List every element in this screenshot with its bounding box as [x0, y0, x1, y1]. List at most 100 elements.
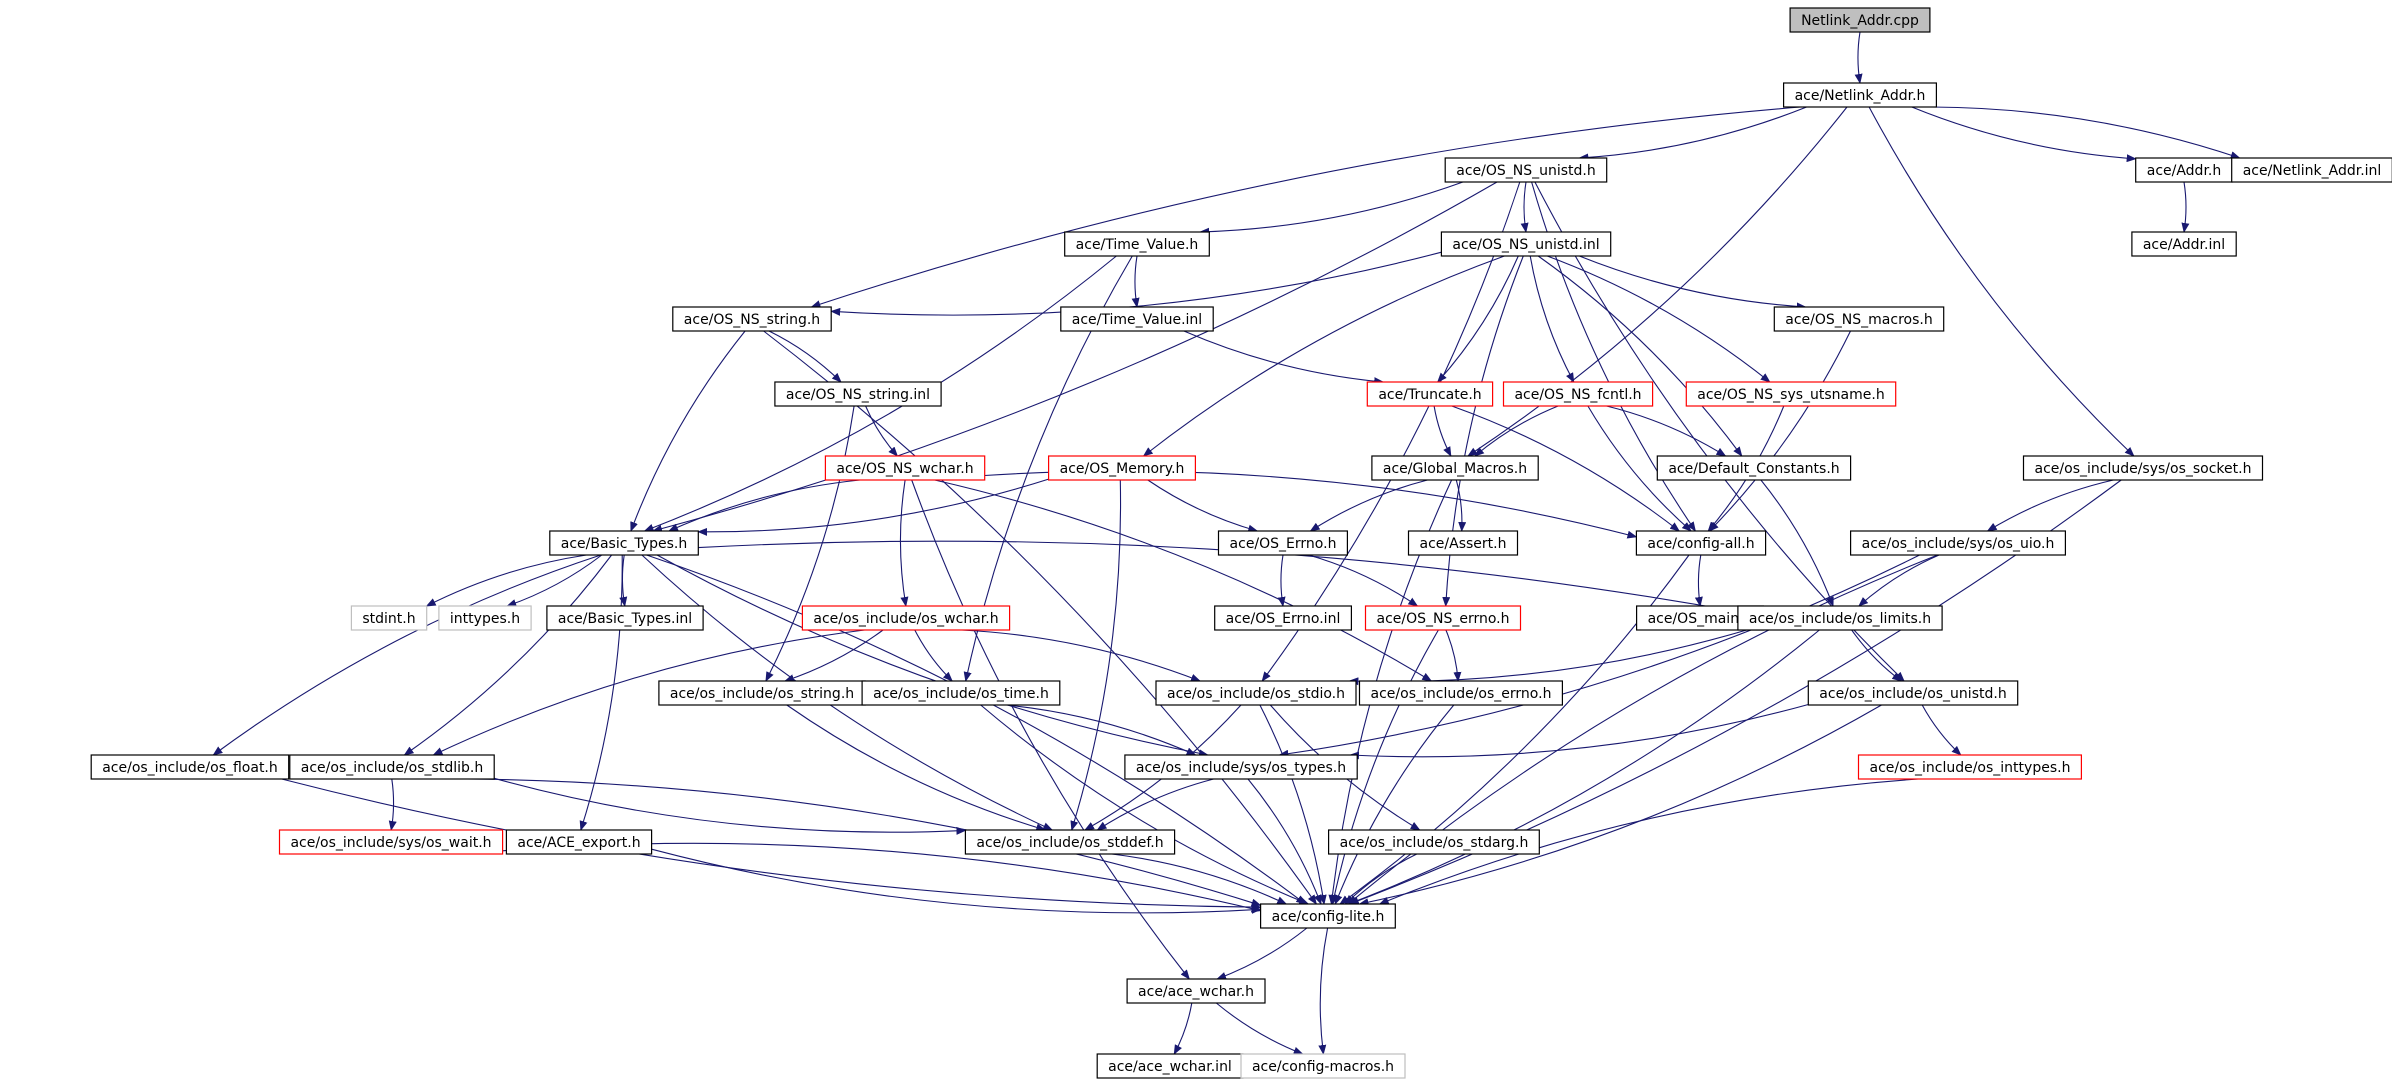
node-ace-os-ns-unistd-inl[interactable]: ace/OS_NS_unistd.inl [1440, 231, 1612, 257]
node-box [549, 530, 699, 556]
node-ace-os-include-os-string-h[interactable]: ace/os_include/os_string.h [658, 680, 866, 706]
node-box [1358, 680, 1563, 706]
node-ace-os-memory-h[interactable]: ace/OS_Memory.h [1047, 455, 1196, 481]
node-ace-ace-export-h[interactable]: ace/ACE_export.h [505, 829, 653, 855]
node-box [1782, 82, 1937, 108]
node-ace-os-include-os-float-h[interactable]: ace/os_include/os_float.h [90, 754, 290, 780]
edge-n1-to-n2 [1578, 106, 1807, 162]
node-label: ace/config-lite.h [1272, 909, 1385, 925]
edge-n47-to-n49 [1215, 1002, 1304, 1055]
edge-n6-to-n14 [1547, 255, 1771, 383]
node-box [1635, 530, 1767, 556]
node-ace-assert-h[interactable]: ace/Assert.h [1407, 530, 1519, 556]
edge-n13-to-n18 [1606, 405, 1727, 457]
node-ace-os-ns-string-h[interactable]: ace/OS_NS_string.h [672, 306, 832, 332]
node-ace-os-errno-h[interactable]: ace/OS_Errno.h [1217, 530, 1348, 556]
node-netlink-addr-cpp[interactable]: Netlink_Addr.cpp [1789, 7, 1931, 33]
edge-n6-to-n30 [1442, 255, 1524, 607]
edge-n21-to-n29 [1277, 554, 1286, 607]
node-ace-netlink-addr-h[interactable]: ace/Netlink_Addr.h [1782, 82, 1937, 108]
node-ace-os-ns-fcntl-h[interactable]: ace/OS_NS_fcntl.h [1502, 381, 1654, 407]
node-ace-truncate-h[interactable]: ace/Truncate.h [1366, 381, 1494, 407]
node-box [1327, 829, 1540, 855]
edge-n15-to-n20 [668, 479, 861, 532]
node-ace-os-ns-wchar-h[interactable]: ace/OS_NS_wchar.h [824, 455, 986, 481]
node-inttypes-h: inttypes.h [438, 605, 532, 631]
node-ace-time-value-inl[interactable]: ace/Time_Value.inl [1060, 306, 1214, 332]
node-box [964, 829, 1176, 855]
node-box [1047, 455, 1196, 481]
node-label: ace/Time_Value.h [1076, 237, 1199, 253]
edge-n1-to-n8 [810, 106, 1801, 308]
node-ace-global-macros-h[interactable]: ace/Global_Macros.h [1371, 455, 1539, 481]
node-box [1407, 530, 1519, 556]
node-ace-basic-types-h[interactable]: ace/Basic_Types.h [549, 530, 699, 556]
node-ace-os-include-os-stdarg-h[interactable]: ace/os_include/os_stdarg.h [1327, 829, 1540, 855]
node-label: ace/Addr.inl [2143, 237, 2225, 253]
node-label: ace/os_include/os_stdlib.h [301, 760, 483, 776]
node-ace-ace-wchar-h[interactable]: ace/ace_wchar.h [1126, 978, 1266, 1004]
node-ace-os-ns-unistd-h[interactable]: ace/OS_NS_unistd.h [1444, 157, 1608, 183]
node-ace-ace-wchar-inl[interactable]: ace/ace_wchar.inl [1096, 1053, 1244, 1079]
node-box [1440, 231, 1612, 257]
node-ace-os-include-sys-os-wait-h[interactable]: ace/os_include/sys/os_wait.h [278, 829, 504, 855]
node-ace-os-include-sys-os-types-h[interactable]: ace/os_include/sys/os_types.h [1124, 754, 1358, 780]
node-ace-os-ns-sys-utsname-h[interactable]: ace/OS_NS_sys_utsname.h [1685, 381, 1897, 407]
node-ace-os-include-sys-os-uio-h[interactable]: ace/os_include/sys/os_uio.h [1849, 530, 2066, 556]
node-label: ace/Global_Macros.h [1383, 461, 1527, 477]
node-ace-os-include-os-stdlib-h[interactable]: ace/os_include/os_stdlib.h [289, 754, 495, 780]
node-ace-netlink-addr-inl[interactable]: ace/Netlink_Addr.inl [2231, 157, 2392, 183]
edge-n20-to-n25 [425, 554, 587, 607]
node-ace-addr-h[interactable]: ace/Addr.h [2135, 157, 2233, 183]
edge-n12-to-n23 [1451, 405, 1680, 532]
node-ace-os-include-os-stddef-h[interactable]: ace/os_include/os_stddef.h [964, 829, 1176, 855]
node-box [2131, 231, 2237, 257]
node-ace-os-include-os-inttypes-h[interactable]: ace/os_include/os_inttypes.h [1857, 754, 2082, 780]
node-ace-config-all-h[interactable]: ace/config-all.h [1635, 530, 1767, 556]
node-ace-time-value-h[interactable]: ace/Time_Value.h [1064, 231, 1210, 257]
nodes-layer: Netlink_Addr.cpp ace/Netlink_Addr.h ace/OS… [90, 7, 2392, 1079]
node-label: ace/os_include/sys/os_uio.h [1862, 536, 2055, 552]
node-ace-os-include-os-unistd-h[interactable]: ace/os_include/os_unistd.h [1807, 680, 2019, 706]
node-label: ace/os_include/os_unistd.h [1819, 686, 2006, 702]
edge-n16-to-n20 [697, 478, 1049, 536]
node-label: ace/os_include/os_errno.h [1371, 686, 1552, 702]
edge-n16-to-n21 [1147, 479, 1259, 533]
node-ace-os-include-os-wchar-h[interactable]: ace/os_include/os_wchar.h [801, 605, 1011, 631]
edge-n6-to-n18 [1537, 255, 1743, 457]
node-ace-os-include-os-time-h[interactable]: ace/os_include/os_time.h [861, 680, 1061, 706]
edge-n17-to-n21 [1309, 479, 1428, 532]
edge-n37-to-n46 [1358, 704, 1882, 907]
edge-n15-to-n23 [984, 470, 1638, 539]
edge-n28-to-n34 [914, 629, 953, 682]
node-ace-os-include-os-stdio-h[interactable]: ace/os_include/os_stdio.h [1155, 680, 1357, 706]
edge-n38-to-n46 [281, 778, 1262, 912]
node-ace-config-lite-h[interactable]: ace/config-lite.h [1259, 903, 1396, 929]
node-box [1789, 7, 1931, 33]
edge-n6-to-n10 [1579, 255, 1807, 311]
node-ace-os-ns-macros-h[interactable]: ace/OS_NS_macros.h [1773, 306, 1945, 332]
node-box [1656, 455, 1852, 481]
node-ace-os-include-os-errno-h[interactable]: ace/os_include/os_errno.h [1358, 680, 1563, 706]
node-ace-basic-types-inl[interactable]: ace/Basic_Types.inl [546, 605, 704, 631]
edge-n5-to-n9 [1131, 255, 1140, 308]
edge-n47-to-n48 [1173, 1002, 1193, 1055]
node-ace-default-constants-h[interactable]: ace/Default_Constants.h [1656, 455, 1852, 481]
node-box [774, 381, 942, 407]
node-label: ace/Netlink_Addr.h [1795, 88, 1926, 104]
node-ace-os-ns-string-inl[interactable]: ace/OS_NS_string.inl [774, 381, 942, 407]
node-ace-os-errno-inl[interactable]: ace/OS_Errno.inl [1214, 605, 1352, 631]
node-label: inttypes.h [450, 611, 520, 627]
node-ace-os-include-os-limits-h[interactable]: ace/os_include/os_limits.h [1737, 605, 1943, 631]
node-label: ace/ACE_export.h [517, 835, 640, 851]
edge-n11-to-n33 [765, 405, 855, 682]
node-ace-addr-inl[interactable]: ace/Addr.inl [2131, 231, 2237, 257]
node-box [1096, 1053, 1244, 1079]
node-ace-os-include-sys-os-socket-h[interactable]: ace/os_include/sys/os_socket.h [2022, 455, 2264, 481]
edge-n20-to-n44 [641, 554, 1054, 831]
node-ace-os-ns-errno-h[interactable]: ace/OS_NS_errno.h [1364, 605, 1522, 631]
edge-n15-to-n28 [899, 479, 909, 607]
edge-n1-to-n19 [1868, 106, 2135, 457]
edge-n20-to-n26 [506, 554, 603, 607]
